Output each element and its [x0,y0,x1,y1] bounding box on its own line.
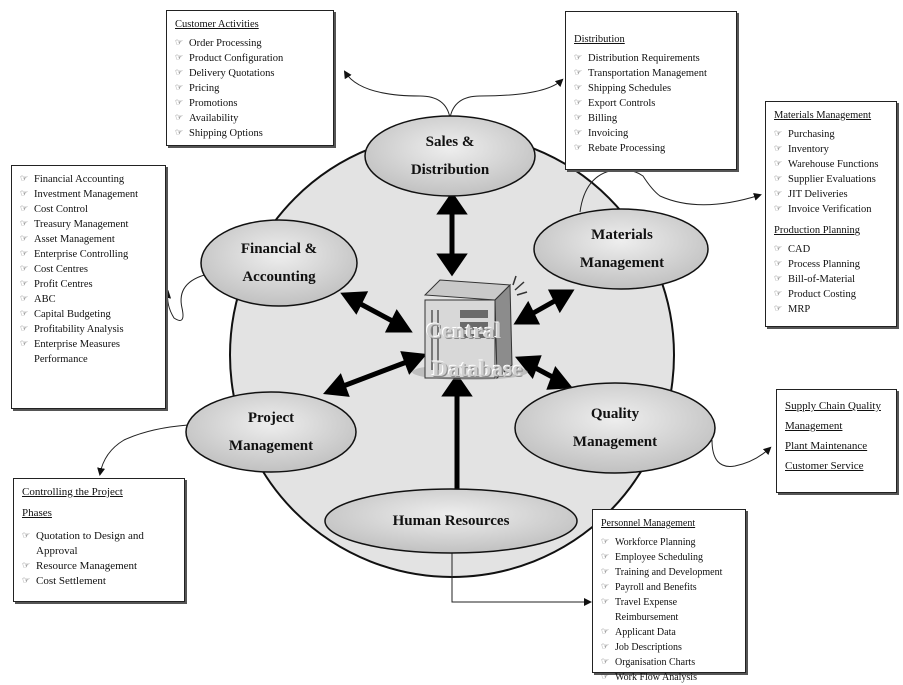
distribution-box: Distribution Distribution RequirementsTr… [565,11,737,170]
materials-box: Materials Management PurchasingInventory… [765,101,897,327]
list-item: Capital Budgeting [20,307,157,322]
ellipse-sales[interactable] [364,115,536,197]
list-item: Process Planning [774,257,888,272]
list-item: Export Controls [574,96,728,111]
list-item: Treasury Management [20,217,157,232]
list-item: Quotation to Design and Approval [22,529,176,559]
production-planning-list: CADProcess PlanningBill-of-MaterialProdu… [774,242,888,317]
list-item: Shipping Options [175,126,325,141]
list-item: Rebate Processing [574,141,728,156]
list-item: Cost Centres [20,262,157,277]
financial-list: Financial AccountingInvestment Managemen… [20,172,157,367]
server-icon [412,275,528,380]
list-item: Bill-of-Material [774,272,888,287]
list-item: Work Flow Analysis [601,670,737,685]
list-item: Organisation Charts [601,655,737,670]
connector-sales-customer [343,70,451,119]
list-item: Pricing [175,81,325,96]
list-item: Purchasing [774,127,888,142]
list-item: CAD [774,242,888,257]
list-item: Cost Control [20,202,157,217]
list-item: Billing [574,111,728,126]
list-item: Enterprise Measures Performance [20,337,157,367]
list-item: Enterprise Controlling [20,247,157,262]
connector-quality [711,439,772,467]
list-item: ABC [20,292,157,307]
central-label-line1: Central [426,318,502,343]
list-item: Distribution Requirements [574,51,728,66]
list-item: Travel Expense Reimbursement [601,595,737,625]
list-item: Supply Chain Quality [785,400,881,412]
list-item: Profitability Analysis [20,322,157,337]
list-item: MRP [774,302,888,317]
list-item: Employee Scheduling [601,550,737,565]
list-item: JIT Deliveries [774,187,888,202]
list-item: Shipping Schedules [574,81,728,96]
distribution-title: Distribution [574,34,625,45]
ellipse-financial[interactable] [200,219,358,307]
distribution-list: Distribution RequirementsTransportation … [574,51,728,156]
production-planning-title: Production Planning [774,225,861,236]
project-title2: Phases [22,507,52,519]
list-item: Asset Management [20,232,157,247]
project-title: Controlling the Project [22,486,123,498]
list-item: Cost Settlement [22,574,176,589]
list-item: Order Processing [175,36,325,51]
connector-financial [163,273,209,321]
list-item: Training and Development [601,565,737,580]
list-item: Product Configuration [175,51,325,66]
list-item: Applicant Data [601,625,737,640]
project-box: Controlling the Project Phases Quotation… [13,478,185,602]
list-item: Transportation Management [574,66,728,81]
list-item: Supplier Evaluations [774,172,888,187]
connector-materials [579,169,762,213]
thick-arrows [323,191,575,517]
customer-activities-list: Order ProcessingProduct ConfigurationDel… [175,36,325,141]
list-item: Investment Management [20,187,157,202]
list-item: Availability [175,111,325,126]
list-item: Profit Centres [20,277,157,292]
list-item: Product Costing [774,287,888,302]
connector-hr [451,545,592,606]
ellipse-quality[interactable] [514,382,716,474]
list-item: Job Descriptions [601,640,737,655]
list-item: Resource Management [22,559,176,574]
list-item: Financial Accounting [20,172,157,187]
list-item: Delivery Quotations [175,66,325,81]
list-item: Warehouse Functions [774,157,888,172]
ellipse-project[interactable] [185,391,357,473]
personnel-title: Personnel Management [601,518,696,529]
list-item: Plant Maintenance [785,440,868,452]
connector-project [97,424,189,476]
personnel-list: Workforce PlanningEmployee SchedulingTra… [601,535,737,685]
personnel-box: Personnel Management Workforce PlanningE… [592,509,746,685]
list-item: Customer Service [785,460,864,472]
connector-sales-distribution [449,78,564,119]
customer-activities-box: Customer Activities Order ProcessingProd… [166,10,334,146]
list-item: Promotions [175,96,325,111]
list-item: Invoicing [574,126,728,141]
list-item: Workforce Planning [601,535,737,550]
ellipse-materials[interactable] [533,208,709,290]
central-label-line2: Database [432,356,523,381]
materials-title: Materials Management [774,110,872,121]
list-item: Invoice Verification [774,202,888,217]
materials-list: PurchasingInventoryWarehouse FunctionsSu… [774,127,888,217]
project-list: Quotation to Design and ApprovalResource… [22,529,176,589]
ellipse-hr[interactable] [324,488,578,554]
financial-box: Financial AccountingInvestment Managemen… [11,165,166,409]
list-item: Inventory [774,142,888,157]
list-item: Payroll and Benefits [601,580,737,595]
customer-activities-title: Customer Activities [175,19,259,30]
list-item: Management [785,420,843,432]
